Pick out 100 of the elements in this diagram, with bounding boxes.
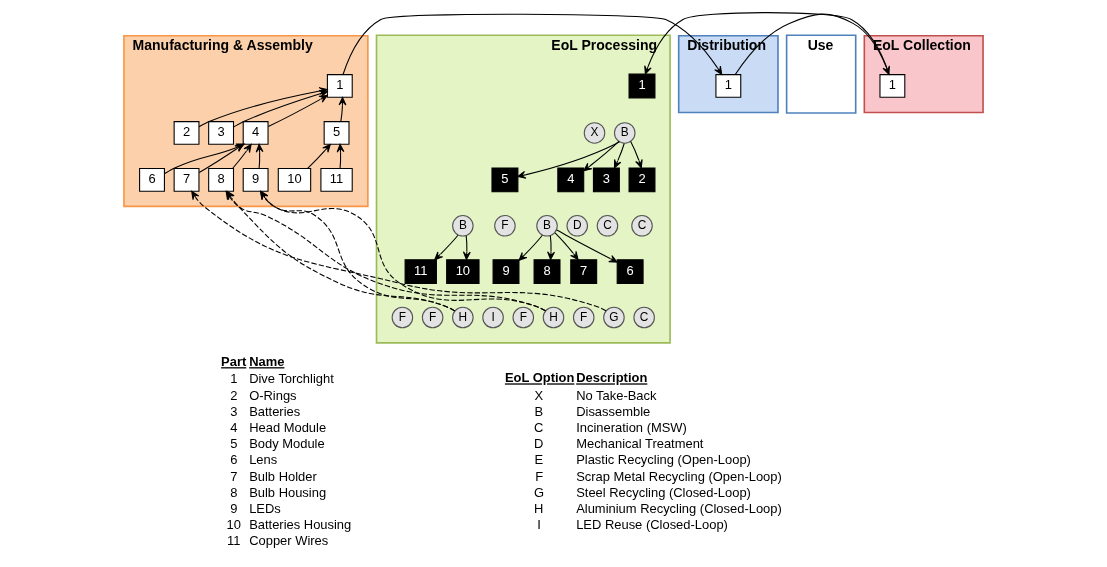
label: Mechanical Treatment bbox=[576, 436, 704, 452]
node-circle: F bbox=[391, 306, 414, 329]
node-box: 7 bbox=[570, 259, 598, 285]
node-box: 4 bbox=[557, 167, 585, 193]
label: Dive Torchlight bbox=[249, 371, 334, 387]
arrow bbox=[613, 143, 625, 169]
arrow bbox=[583, 140, 620, 172]
label: 10 bbox=[226, 517, 241, 533]
arrow bbox=[307, 143, 331, 169]
node-box: 3 bbox=[592, 167, 620, 193]
label: Bulb Holder bbox=[249, 468, 317, 484]
node-circle: H bbox=[452, 306, 474, 329]
node-circle: G bbox=[603, 306, 625, 329]
label: 6 bbox=[230, 452, 238, 468]
node-box: 7 bbox=[173, 168, 200, 192]
label: I bbox=[537, 517, 541, 533]
label: C bbox=[534, 420, 544, 436]
arrow bbox=[547, 235, 555, 261]
label: Head Module bbox=[249, 420, 327, 436]
node-box: 1 bbox=[326, 74, 353, 98]
label: Body Module bbox=[249, 436, 325, 452]
node-circle: F bbox=[512, 306, 535, 329]
label: Disassemble bbox=[576, 403, 651, 419]
label: Steel Recycling (Closed-Loop) bbox=[576, 484, 751, 500]
arrow bbox=[434, 234, 459, 261]
label: Batteries Housing bbox=[249, 517, 352, 533]
node-box: 1 bbox=[628, 73, 656, 99]
arrow bbox=[338, 96, 347, 123]
node-box: 11 bbox=[404, 259, 437, 285]
node-circle: B bbox=[613, 122, 636, 144]
label: LEDs bbox=[249, 500, 281, 516]
node-circle: C bbox=[633, 306, 655, 329]
label: Incineration (MSW) bbox=[576, 420, 687, 436]
label: 2 bbox=[230, 387, 238, 403]
label: G bbox=[534, 484, 545, 500]
label: 7 bbox=[230, 468, 238, 484]
label: 4 bbox=[230, 420, 238, 436]
node-box: 6 bbox=[616, 259, 644, 285]
arrow bbox=[255, 143, 264, 169]
node-circle: X bbox=[583, 122, 606, 144]
label: B bbox=[534, 403, 544, 419]
node-box: 2 bbox=[173, 121, 200, 145]
node-box: Use bbox=[785, 34, 857, 114]
node-box: 1 bbox=[715, 74, 742, 98]
label: EoL Option bbox=[504, 370, 575, 386]
node-circle: H bbox=[542, 306, 565, 329]
node-box: 3 bbox=[208, 121, 235, 145]
node-box: 10 bbox=[446, 259, 480, 285]
label: O-Rings bbox=[249, 387, 297, 403]
label: Aluminium Recycling (Closed-Loop) bbox=[576, 500, 782, 516]
label: LED Reuse (Closed-Loop) bbox=[576, 517, 728, 533]
arrow bbox=[554, 232, 579, 260]
node-circle: F bbox=[421, 306, 444, 329]
label: 1 bbox=[230, 371, 238, 387]
label: Bulb Housing bbox=[249, 484, 327, 500]
node-box: 2 bbox=[628, 167, 656, 193]
label: No Take-Back bbox=[576, 387, 657, 403]
arrow bbox=[630, 140, 643, 169]
label: Part bbox=[221, 354, 247, 370]
label: H bbox=[534, 500, 544, 516]
node-box: 10 bbox=[277, 168, 312, 192]
arrow bbox=[518, 234, 543, 261]
node-box: 5 bbox=[491, 167, 519, 193]
label: Plastic Recycling (Open-Loop) bbox=[576, 452, 751, 468]
node-circle: C bbox=[631, 214, 653, 237]
label: 9 bbox=[230, 500, 238, 516]
arrow bbox=[517, 141, 620, 179]
label: Copper Wires bbox=[249, 533, 329, 549]
label: X bbox=[534, 387, 544, 403]
node-circle: C bbox=[596, 214, 619, 237]
label: F bbox=[535, 468, 544, 484]
node-box: 9 bbox=[492, 259, 520, 285]
label: 8 bbox=[230, 484, 238, 500]
arrow bbox=[267, 94, 328, 128]
node-box: 11 bbox=[320, 168, 353, 192]
label: 5 bbox=[230, 436, 238, 452]
node-box: 6 bbox=[139, 168, 165, 192]
arrow bbox=[342, 13, 723, 76]
node-box: 4 bbox=[242, 121, 269, 145]
label: Name bbox=[249, 354, 285, 370]
label: Description bbox=[576, 370, 648, 386]
arrow bbox=[462, 235, 471, 261]
node-box: 8 bbox=[533, 259, 561, 285]
node-box: 9 bbox=[242, 168, 269, 192]
label: Lens bbox=[249, 452, 278, 468]
node-circle: F bbox=[572, 306, 595, 329]
node-circle: B bbox=[452, 214, 474, 237]
arrow bbox=[556, 229, 618, 263]
label: 3 bbox=[230, 403, 238, 419]
node-box: 5 bbox=[323, 121, 350, 145]
node-box: 8 bbox=[208, 168, 235, 192]
label: 11 bbox=[227, 533, 241, 549]
label: E bbox=[534, 452, 544, 468]
node-circle: I bbox=[482, 306, 504, 329]
node-circle: D bbox=[566, 214, 589, 237]
arrow bbox=[336, 143, 345, 169]
label: Scrap Metal Recycling (Open-Loop) bbox=[576, 468, 782, 484]
label: D bbox=[534, 436, 544, 452]
node-circle: F bbox=[494, 214, 516, 237]
label: Batteries bbox=[249, 403, 301, 419]
